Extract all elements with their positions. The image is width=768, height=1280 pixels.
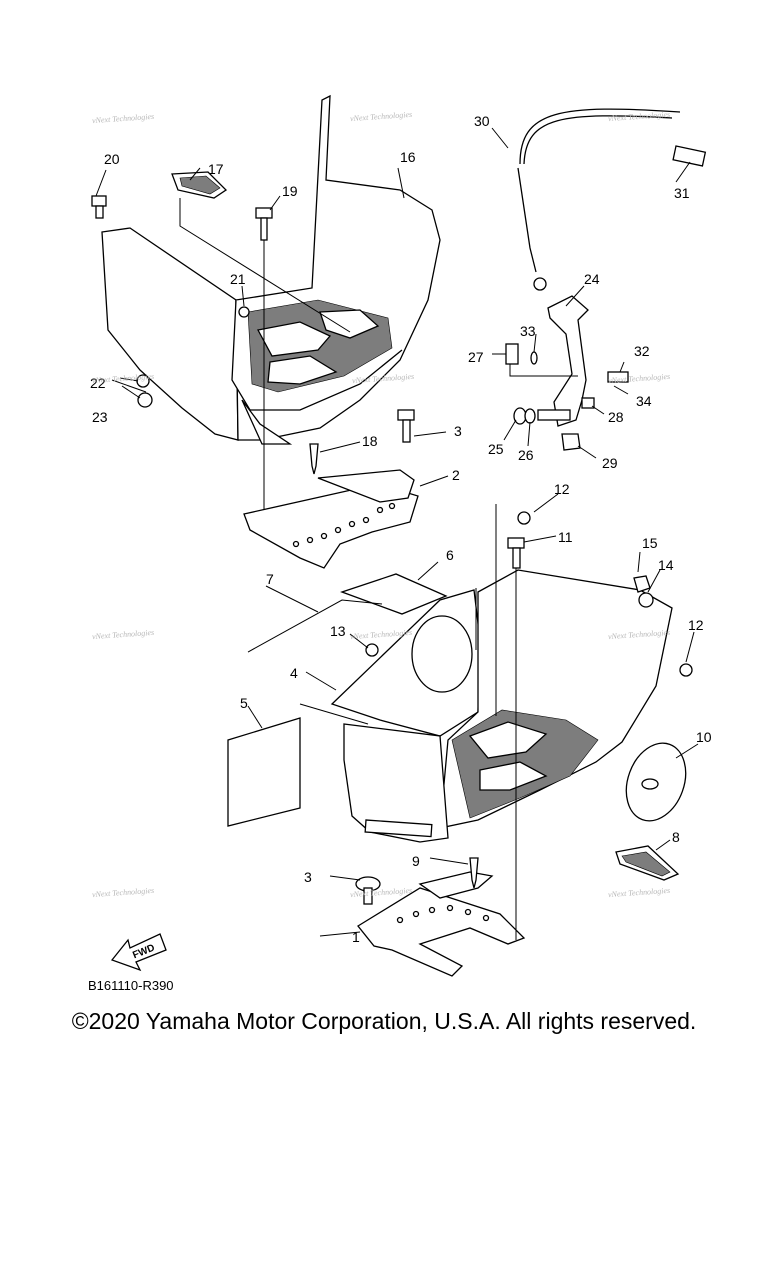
callout-part-33: 33 — [520, 323, 536, 339]
bolts-lower — [365, 504, 693, 940]
callout-part-3-lower: 3 — [304, 869, 312, 885]
callout-part-31: 31 — [674, 185, 690, 201]
callout-part-2: 2 — [452, 467, 460, 483]
callout-part-20: 20 — [104, 151, 120, 167]
callout-part-1: 1 — [352, 929, 360, 945]
callout-part-19: 19 — [282, 183, 298, 199]
callout-part-29: 29 — [602, 455, 618, 471]
callout-part-9: 9 — [412, 853, 420, 869]
callout-part-4: 4 — [290, 665, 298, 681]
callout-part-25: 25 — [488, 441, 504, 457]
callout-part-3-upper: 3 — [454, 423, 462, 439]
leader-lines — [95, 127, 699, 937]
callout-part-15: 15 — [642, 535, 658, 551]
callout-part-8: 8 — [672, 829, 680, 845]
floorboard-lower-part-4 — [299, 569, 673, 843]
floorboard-upper-part-16 — [101, 94, 441, 445]
fwd-arrow-icon: FWD — [110, 933, 167, 972]
decals-parts-5-6-7 — [227, 573, 448, 827]
callout-part-24: 24 — [584, 271, 600, 287]
callout-part-13: 13 — [330, 623, 346, 639]
callout-part-11: 11 — [558, 529, 573, 545]
callout-part-7: 7 — [266, 571, 274, 587]
callout-part-28: 28 — [608, 409, 624, 425]
callout-part-12-upper: 12 — [554, 481, 570, 497]
bolts-upper — [91, 195, 319, 520]
callout-part-10: 10 — [696, 729, 712, 745]
callout-part-16: 16 — [400, 149, 416, 165]
tread-part-17 — [171, 171, 228, 199]
callout-part-12-right: 12 — [688, 617, 704, 633]
callout-part-22: 22 — [90, 375, 106, 391]
copyright-notice: ©2020 Yamaha Motor Corporation, U.S.A. A… — [71, 1008, 697, 1034]
tread-part-8 — [615, 845, 680, 881]
callout-part-18: 18 — [362, 433, 378, 449]
callout-part-17: 17 — [208, 161, 224, 177]
callout-part-32: 32 — [634, 343, 650, 359]
bracket-part-2 — [243, 409, 419, 569]
callout-part-14: 14 — [658, 557, 674, 573]
cover-part-10 — [625, 742, 687, 822]
callout-part-23: 23 — [92, 409, 108, 425]
callout-part-34: 34 — [636, 393, 652, 409]
callout-part-26: 26 — [518, 447, 534, 463]
linkage-parts-24-34 — [505, 108, 707, 451]
callout-part-21: 21 — [230, 271, 246, 287]
callout-part-6: 6 — [446, 547, 454, 563]
parts-diagram: FWD 1 2 3 3 4 5 6 7 8 9 10 11 12 12 13 1… — [88, 94, 712, 993]
callout-part-27: 27 — [468, 349, 484, 365]
diagram-code: B161110-R390 — [88, 978, 174, 993]
parts-diagram-drawing: FWD — [91, 94, 707, 977]
callout-part-30: 30 — [474, 113, 490, 129]
callout-part-5: 5 — [240, 695, 248, 711]
